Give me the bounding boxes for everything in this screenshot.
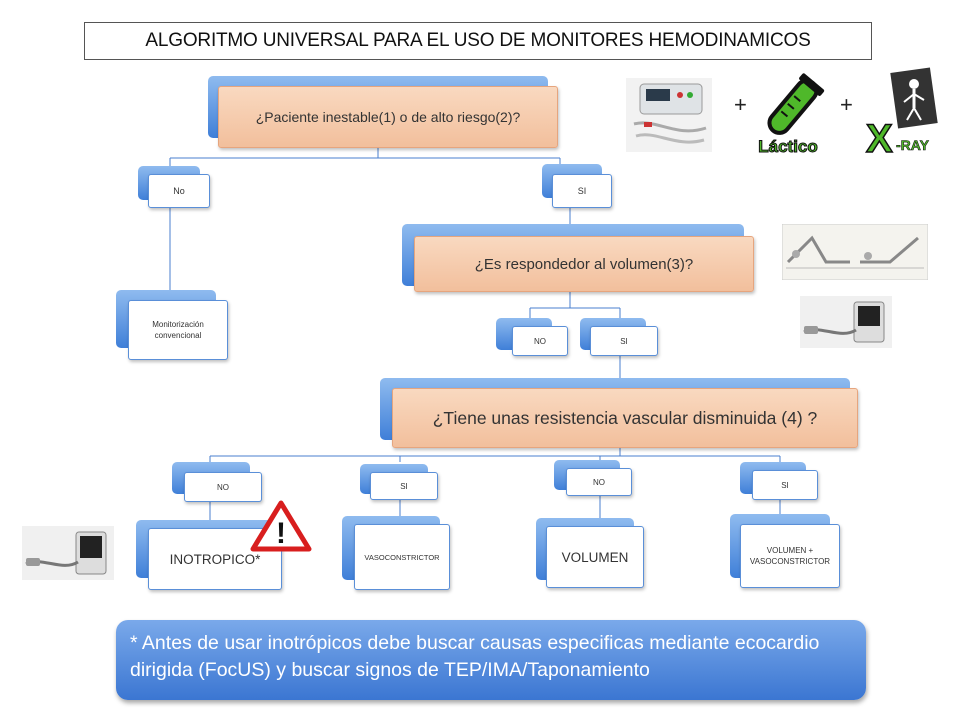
outcome-volume-vasoconstrictor: VOLUMEN + VASOCONSTRICTOR [740,524,840,588]
answer-no-3b: NO [566,468,632,496]
question-unstable-patient: ¿Paciente inestable(1) o de alto riesgo(… [218,86,558,148]
answer-no-1: No [148,174,210,208]
passive-leg-raise-image [782,224,928,280]
answer-si-3b: SI [752,470,818,500]
monitor-device-image [626,78,712,152]
question-volume-responder: ¿Es respondedor al volumen(3)? [414,236,754,292]
answer-si-1: SI [552,174,612,208]
diagram-title: ALGORITMO UNIVERSAL PARA EL USO DE MONIT… [84,22,872,60]
answer-si-2: SI [590,326,658,356]
plus-sign-2: + [840,92,853,117]
footnote-box: * Antes de usar inotrópicos debe buscar … [116,620,866,700]
question-vascular-resistance: ¿Tiene unas resistencia vascular disminu… [392,388,858,448]
answer-no-2: NO [512,326,568,356]
warning-mark: ! [276,517,286,550]
svg-text:-RAY: -RAY [896,137,930,153]
conventional-monitoring: Monitorización convencional [128,300,228,360]
xray-icon: X -RAY [865,67,938,158]
outcome-volume: VOLUMEN [546,526,644,588]
svg-text:X: X [866,117,893,158]
plus-sign-1: + [734,92,747,117]
lactic-tube-icon: Láctico [758,73,825,157]
warning-icon: ! [250,500,312,552]
outcome-vasoconstrictor: VASOCONSTRICTOR [354,524,450,590]
lactic-label: Láctico [758,137,818,156]
echo-device-image-left [22,526,114,580]
answer-si-3a: SI [370,472,438,500]
echo-device-image-right [800,296,892,348]
answer-no-3a: NO [184,472,262,502]
